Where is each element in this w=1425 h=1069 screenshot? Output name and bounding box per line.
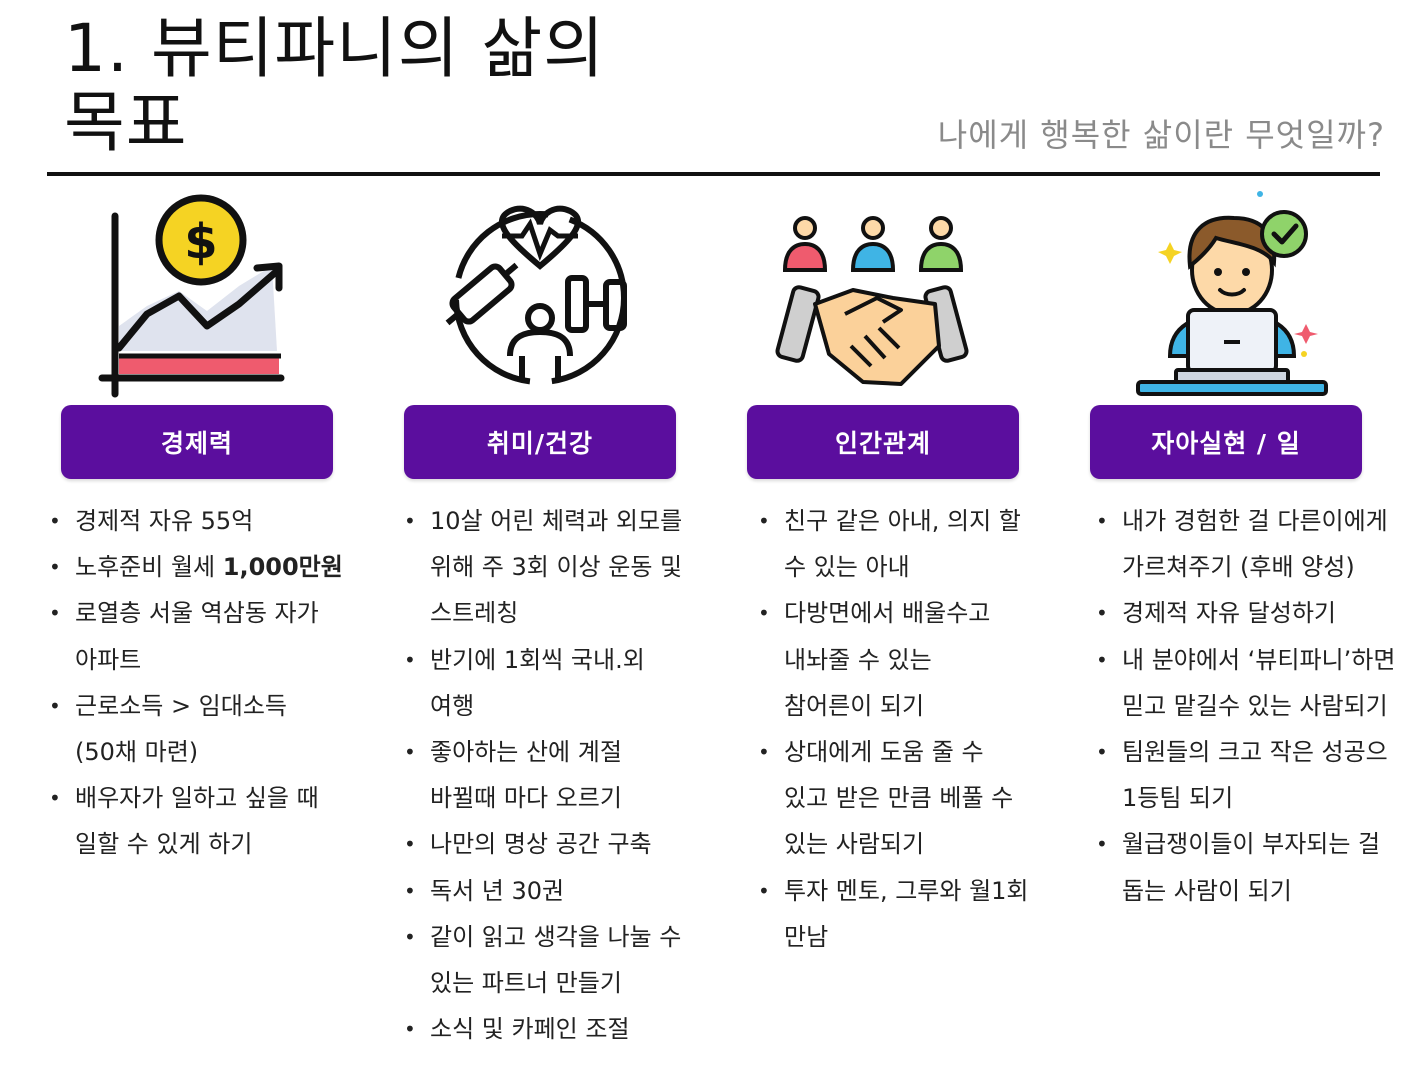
list-item: 내가 경험한 걸 다른이에게 가르쳐주기 (후배 양성): [1096, 498, 1425, 590]
list-item: 같이 읽고 생각을 나눌 수 있는 파트너 만들기: [404, 914, 734, 1006]
svg-text:$: $: [184, 214, 217, 270]
handshake-people-icon: [733, 186, 1033, 401]
self-realization-goal-list: 내가 경험한 걸 다른이에게 가르쳐주기 (후배 양성) 경제적 자유 달성하기…: [1096, 498, 1425, 914]
category-pill-self-realization: 자아실현 / 일: [1090, 405, 1362, 479]
list-item: 독서 년 30권: [404, 868, 734, 914]
relationship-goal-list: 친구 같은 아내, 의지 할 수 있는 아내 다방면에서 배울수고 내놔줄 수 …: [758, 498, 1088, 960]
list-item: 내 분야에서 ‘뷰티파니’하면 믿고 맡길수 있는 사람되기: [1096, 637, 1425, 729]
laptop-worker-icon: [1076, 186, 1376, 401]
list-item: 경제적 자유 달성하기: [1096, 590, 1425, 636]
title-divider: [47, 172, 1380, 176]
list-item: 로열층 서울 역삼동 자가 아파트: [49, 590, 379, 682]
list-item: 투자 멘토, 그루와 월1회 만남: [758, 868, 1088, 960]
list-item: 소식 및 카페인 조절: [404, 1006, 734, 1052]
list-item: 상대에게 도움 줄 수 있고 받은 만큼 베풀 수 있는 사람되기: [758, 729, 1088, 868]
list-item: 반기에 1회씩 국내.외 여행: [404, 637, 734, 729]
list-item: 나만의 명상 공간 구축: [404, 821, 734, 867]
category-pill-economy: 경제력: [61, 405, 333, 479]
category-pill-relationships: 인간관계: [747, 405, 1019, 479]
list-item: 다방면에서 배울수고 내놔줄 수 있는 참어른이 되기: [758, 590, 1088, 729]
health-goal-list: 10살 어린 체력과 외모를 위해 주 3회 이상 운동 및 스트레칭 반기에 …: [404, 498, 734, 1053]
finance-chart-icon: $: [47, 186, 347, 401]
list-item: 좋아하는 산에 계절 바뀔때 마다 오르기: [404, 729, 734, 821]
category-pill-health: 취미/건강: [404, 405, 676, 479]
health-hobby-icon: [390, 186, 690, 401]
page-title: 1. 뷰티파니의 삶의 목표: [64, 10, 605, 161]
page-subtitle: 나에게 행복한 삶이란 무엇일까?: [937, 116, 1385, 154]
list-item: 월급쟁이들이 부자되는 걸 돕는 사람이 되기: [1096, 821, 1425, 913]
list-item: 경제적 자유 55억: [49, 498, 379, 544]
list-item: 배우자가 일하고 싶을 때 일할 수 있게 하기: [49, 775, 379, 867]
list-item: 친구 같은 아내, 의지 할 수 있는 아내: [758, 498, 1088, 590]
economy-goal-list: 경제적 자유 55억 노후준비 월세 1,000만원 로열층 서울 역삼동 자가…: [49, 498, 379, 868]
list-item: 10살 어린 체력과 외모를 위해 주 3회 이상 운동 및 스트레칭: [404, 498, 734, 637]
list-item: 노후준비 월세 1,000만원: [49, 544, 379, 590]
list-item: 팀원들의 크고 작은 성공으 1등팀 되기: [1096, 729, 1425, 821]
list-item: 근로소득 > 임대소득 (50채 마련): [49, 683, 379, 775]
